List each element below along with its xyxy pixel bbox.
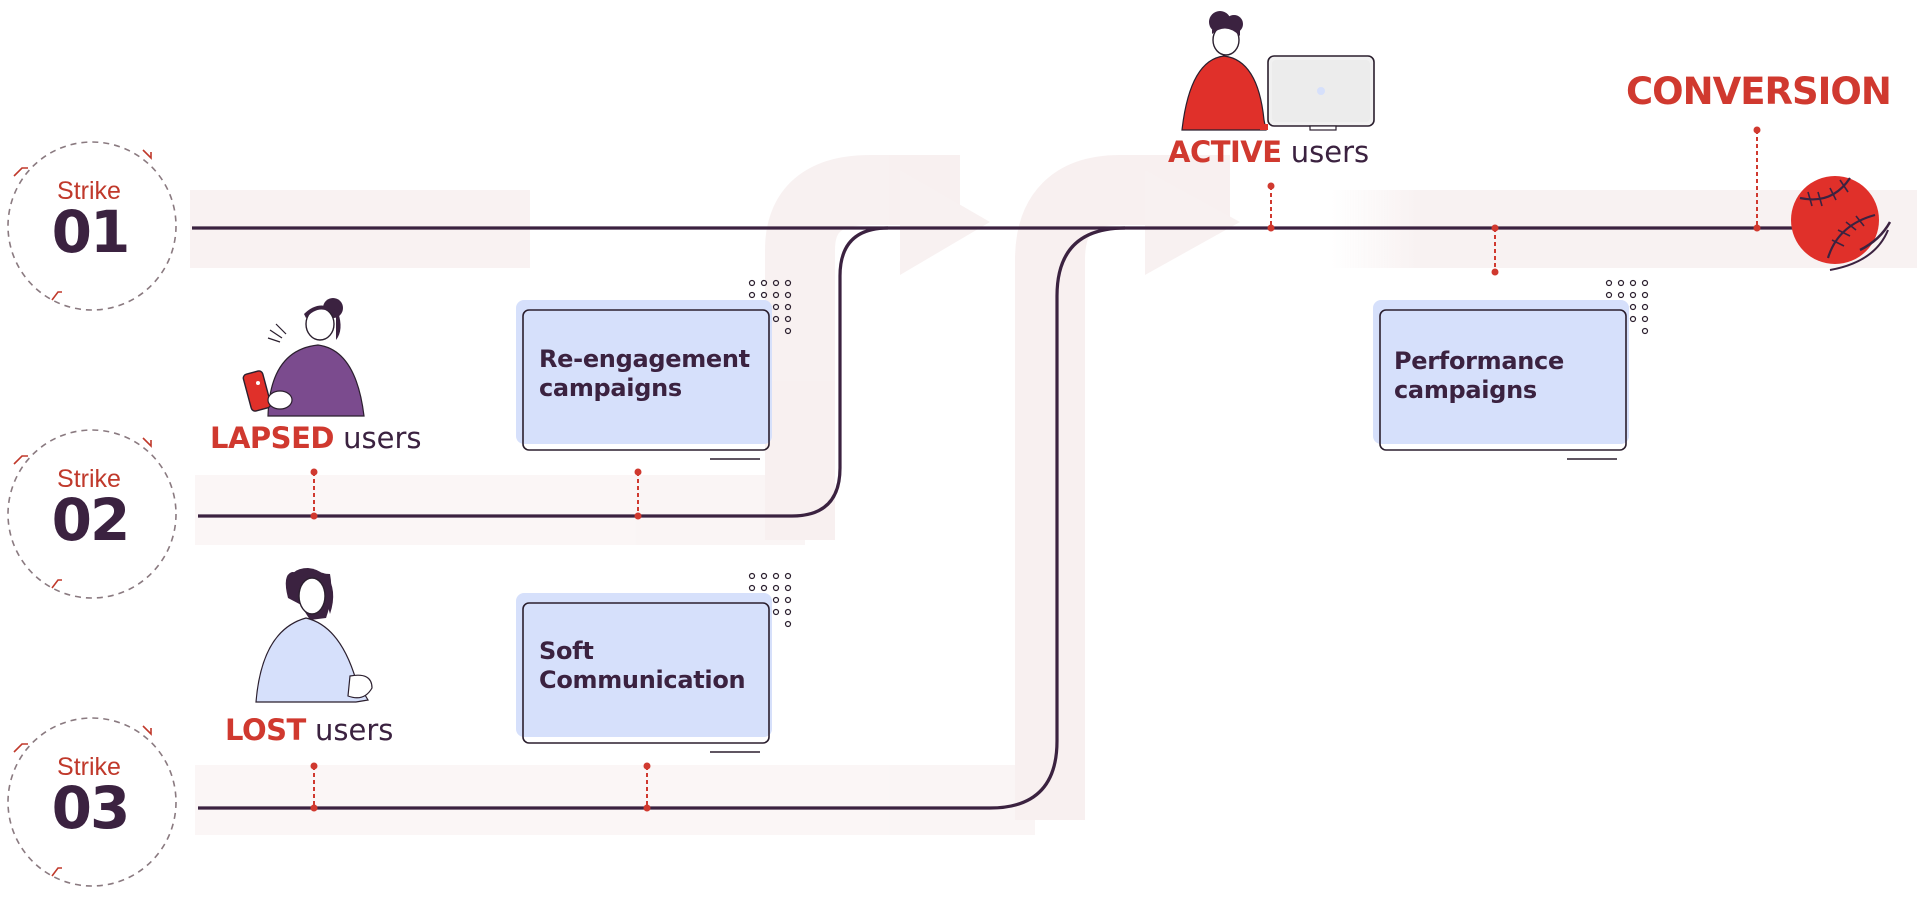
performance-line1: Performance (1394, 347, 1564, 375)
soft-communication-card-text: Soft Communication (539, 637, 746, 695)
strike-01-label: Strike (57, 177, 121, 205)
active-user-illustration (1181, 11, 1375, 131)
strike-01-number: 01 (51, 198, 131, 266)
strike-03-circle (7, 717, 177, 887)
track-strike-02 (198, 226, 889, 518)
connector-dots (310, 126, 1761, 812)
lost-users-label: LOST users (225, 713, 393, 747)
lost-suffix: users (315, 713, 394, 747)
soft-line2: Communication (539, 666, 746, 694)
phone-icon (242, 370, 272, 412)
reengagement-card-text: Re-engagement campaigns (539, 345, 750, 403)
background-bands (190, 155, 1917, 835)
soft-line1: Soft (539, 637, 594, 665)
strike-01-circle (7, 141, 177, 311)
strike-02-circle (7, 429, 177, 599)
card-soft-communication (516, 572, 792, 754)
lost-keyword: LOST (225, 713, 306, 747)
baseball-icon (1791, 176, 1892, 271)
card-reengagement (516, 279, 792, 461)
lapsed-users-label: LAPSED users (210, 421, 422, 455)
strike-03-label: Strike (57, 753, 121, 781)
card-performance (1373, 279, 1649, 461)
lapsed-user-illustration (242, 298, 365, 417)
lapsed-suffix: users (343, 421, 422, 455)
strike-02-number: 02 (51, 486, 131, 554)
strike-circles (7, 141, 177, 887)
reengagement-line1: Re-engagement (539, 345, 750, 373)
strike-decor-ticks (13, 149, 152, 877)
performance-card-text: Performance campaigns (1394, 347, 1564, 405)
track-lines (192, 226, 1796, 810)
active-users-label: ACTIVE users (1168, 135, 1369, 169)
reengagement-line2: campaigns (539, 374, 682, 402)
strike-02-label: Strike (57, 465, 121, 493)
conversion-label: CONVERSION (1626, 70, 1892, 113)
strike-03-number: 03 (51, 774, 131, 842)
performance-line2: campaigns (1394, 376, 1537, 404)
connector-pins (313, 130, 1758, 808)
active-suffix: users (1290, 135, 1370, 169)
lost-user-illustration (255, 568, 373, 703)
lapsed-keyword: LAPSED (210, 421, 334, 455)
track-strike-03 (198, 226, 1126, 810)
active-keyword: ACTIVE (1168, 135, 1282, 169)
